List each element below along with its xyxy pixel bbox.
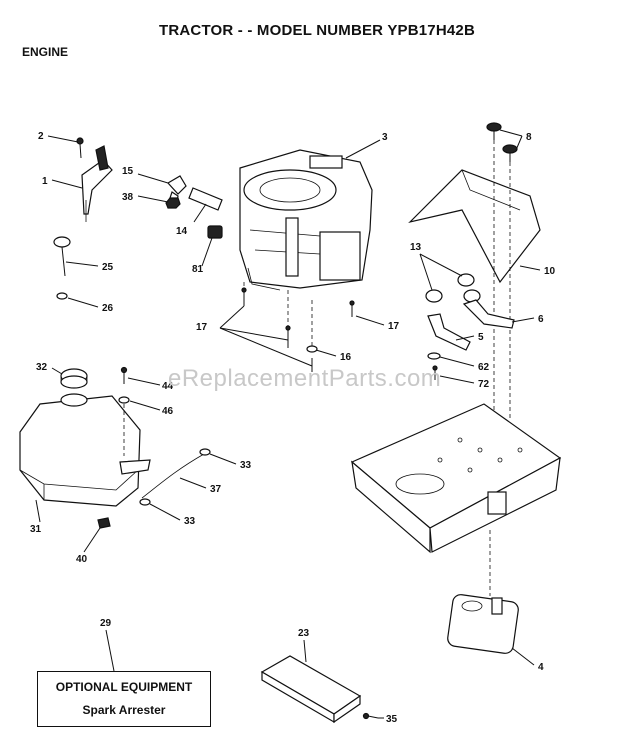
callout-labels: 1 2 3 4 5 6 8 10 13 14 15 16 17 17 23 25… bbox=[30, 131, 556, 725]
callout-38: 38 bbox=[122, 192, 134, 203]
bolt-parts-17 bbox=[241, 282, 355, 348]
callout-40: 40 bbox=[76, 554, 88, 565]
callout-35: 35 bbox=[386, 714, 398, 725]
callout-33b: 33 bbox=[184, 516, 196, 527]
washer-part-26 bbox=[56, 292, 68, 300]
exhaust-pipe-part-5 bbox=[427, 313, 471, 351]
callout-4: 4 bbox=[538, 662, 544, 673]
washer-part-46 bbox=[118, 396, 130, 456]
callout-37: 37 bbox=[210, 484, 222, 495]
fuel-line-part bbox=[141, 453, 205, 499]
spark-arrester-part bbox=[260, 655, 362, 724]
callout-62: 62 bbox=[478, 362, 490, 373]
page-title: TRACTOR - - MODEL NUMBER YPB17H42B bbox=[158, 22, 475, 39]
callout-2: 2 bbox=[38, 131, 44, 142]
callout-29: 29 bbox=[100, 618, 112, 629]
callout-44: 44 bbox=[162, 381, 174, 392]
callout-23: 23 bbox=[298, 628, 310, 639]
fitting-part-81 bbox=[207, 225, 223, 239]
leader-lines bbox=[35, 129, 541, 719]
pipe-part bbox=[188, 187, 223, 211]
callout-10: 10 bbox=[544, 266, 556, 277]
throttle-control-part bbox=[81, 145, 113, 222]
callout-8: 8 bbox=[526, 132, 532, 143]
gasket-parts-13 bbox=[425, 273, 481, 303]
callout-5: 5 bbox=[478, 332, 484, 343]
callout-81: 81 bbox=[192, 264, 204, 275]
bushing-part-40 bbox=[97, 517, 111, 529]
nut-part-38 bbox=[165, 197, 181, 209]
callout-14: 14 bbox=[176, 226, 188, 237]
callout-15: 15 bbox=[122, 166, 134, 177]
callout-17b: 17 bbox=[388, 321, 400, 332]
knob-parts-8 bbox=[486, 122, 518, 420]
screw-part-2 bbox=[76, 137, 84, 159]
screw-part-44 bbox=[120, 366, 128, 384]
optional-equipment-box: OPTIONAL EQUIPMENT Spark Arrester bbox=[37, 671, 211, 727]
callout-33a: 33 bbox=[240, 460, 252, 471]
fuel-tank-part bbox=[19, 393, 151, 507]
callout-32: 32 bbox=[36, 362, 48, 373]
callout-1: 1 bbox=[42, 176, 48, 187]
chassis-frame bbox=[350, 403, 562, 596]
callout-46: 46 bbox=[162, 406, 174, 417]
callout-26: 26 bbox=[102, 303, 114, 314]
clamp-parts-33 bbox=[139, 448, 211, 506]
callout-6: 6 bbox=[538, 314, 544, 325]
muffler-part bbox=[447, 594, 519, 654]
callout-72: 72 bbox=[478, 379, 490, 390]
callout-31: 31 bbox=[30, 524, 42, 535]
washer-part-16 bbox=[306, 300, 318, 372]
optional-equipment-title: OPTIONAL EQUIPMENT bbox=[55, 680, 193, 694]
screw-part-35 bbox=[362, 712, 379, 720]
watermark-text: eReplacementParts.com bbox=[168, 365, 442, 392]
engine-part bbox=[239, 149, 373, 291]
callout-17a: 17 bbox=[196, 322, 208, 333]
callout-16: 16 bbox=[340, 352, 352, 363]
callout-25: 25 bbox=[102, 262, 114, 273]
shield-part bbox=[408, 169, 541, 284]
section-title: ENGINE bbox=[22, 45, 69, 59]
exhaust-pipe-part-6 bbox=[462, 299, 515, 329]
callout-13: 13 bbox=[410, 242, 422, 253]
choke-knob-part bbox=[53, 236, 71, 277]
bolt-part-72 bbox=[432, 365, 438, 380]
fuel-cap-part bbox=[60, 368, 88, 389]
optional-equipment-item: Spark Arrester bbox=[82, 703, 166, 717]
callout-3: 3 bbox=[382, 132, 388, 143]
washer-part-62 bbox=[427, 352, 441, 360]
